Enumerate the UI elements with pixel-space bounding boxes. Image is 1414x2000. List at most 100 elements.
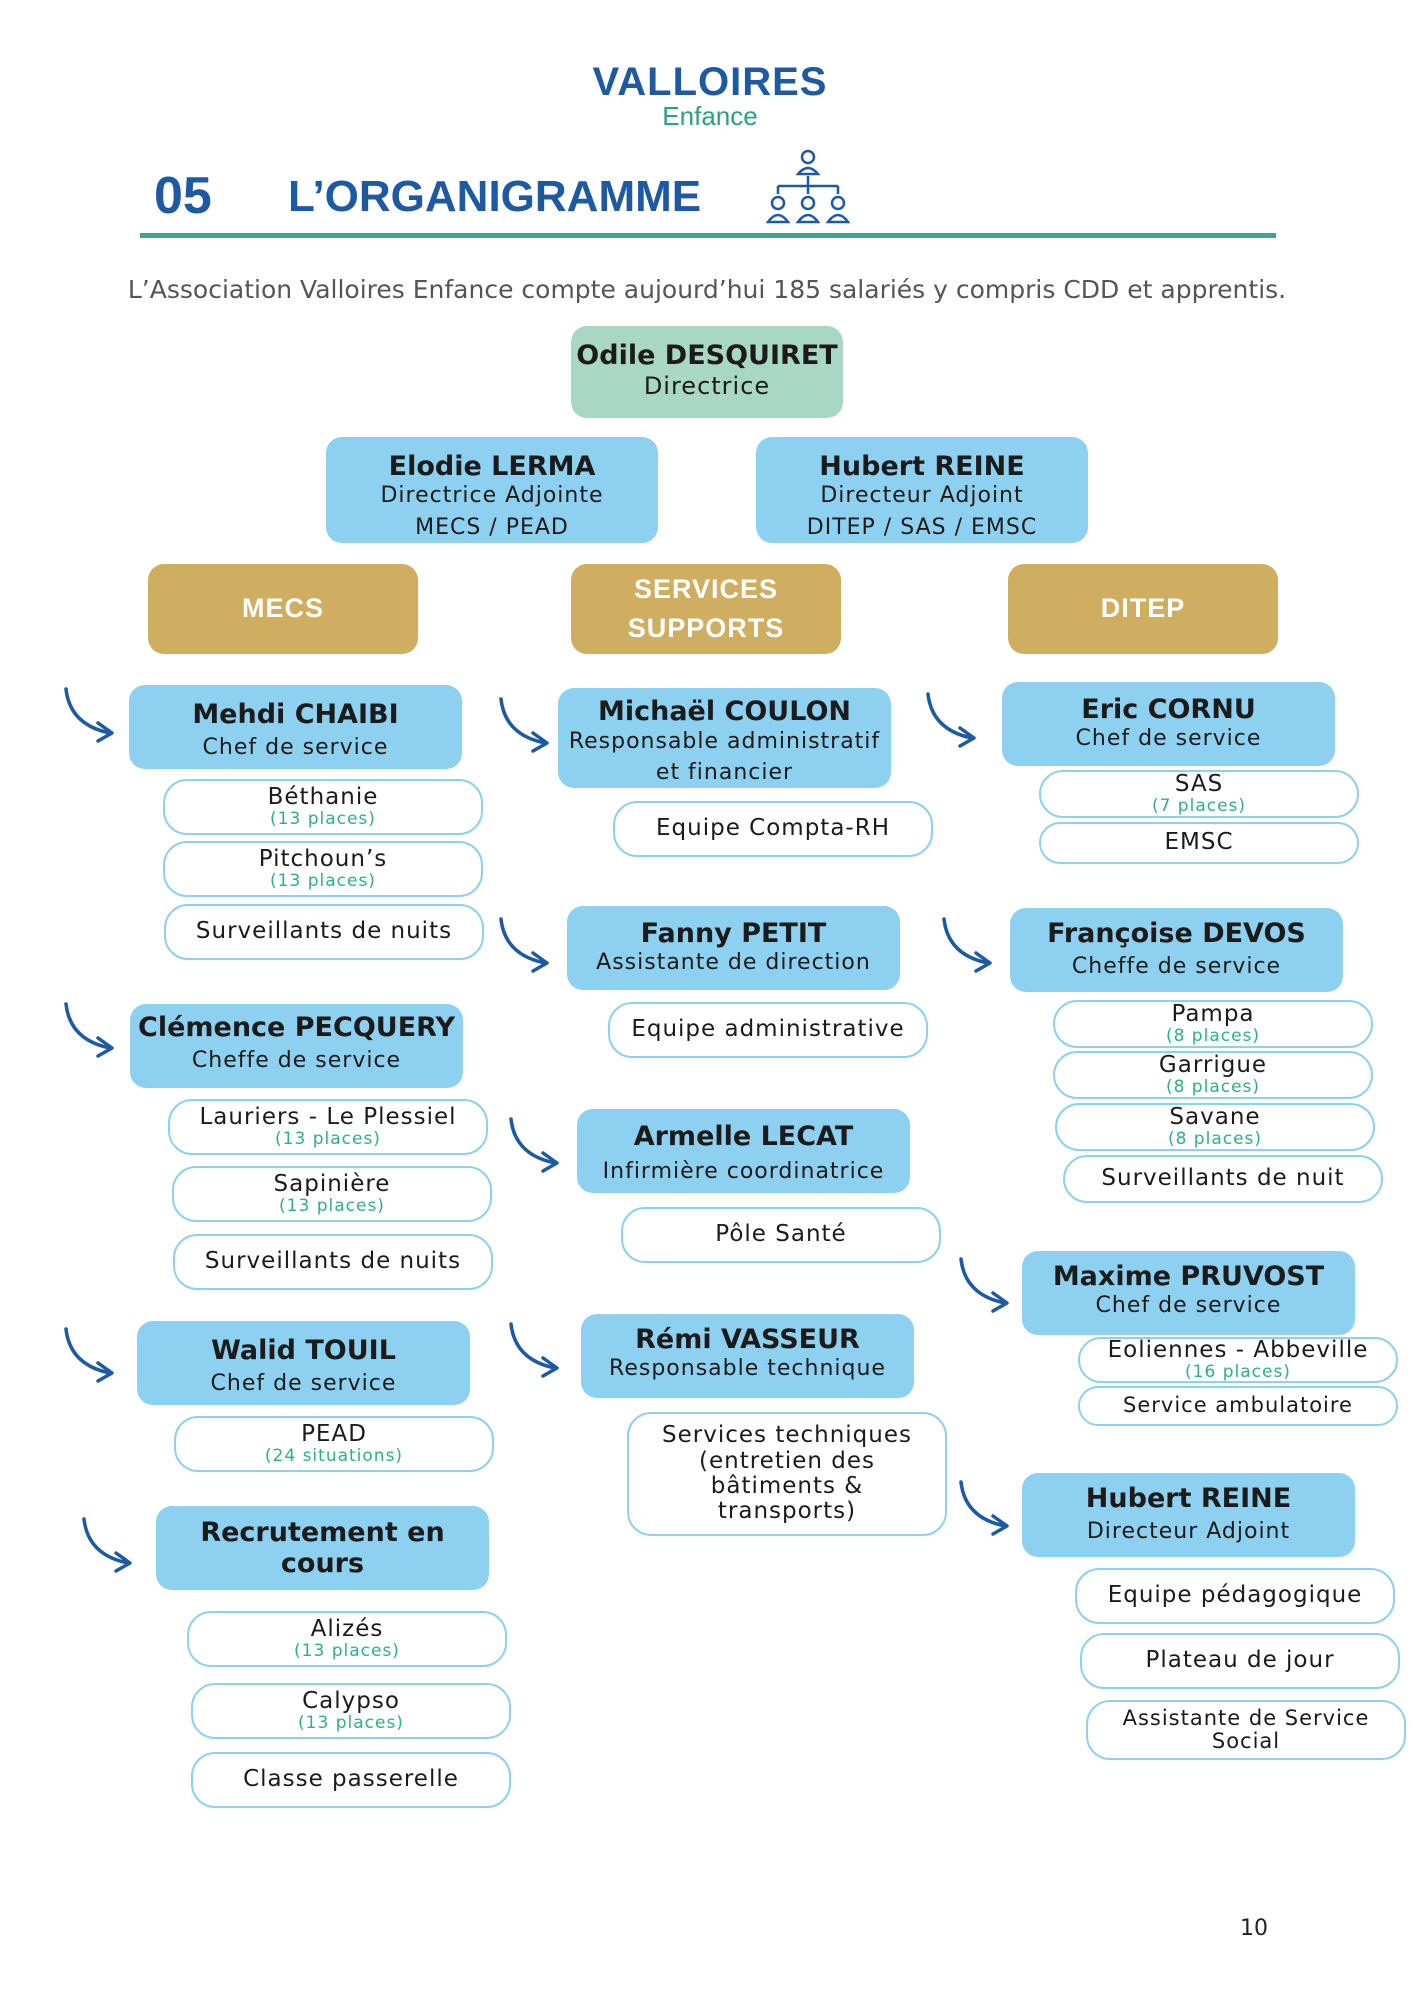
manager-role: Directeur Adjoint bbox=[1086, 1519, 1291, 1545]
section-number: 05 bbox=[154, 167, 212, 225]
unit-pill: Assistante de Service Social bbox=[1086, 1700, 1406, 1760]
unit-pill: Pôle Santé bbox=[621, 1207, 941, 1263]
manager-box: Maxime PRUVOST Chef de service bbox=[1022, 1251, 1355, 1335]
unit-pill: Services techniques (entretien des bâtim… bbox=[627, 1412, 947, 1536]
unit-label: Sapinière bbox=[273, 1171, 391, 1197]
manager-name: Recrutement en cours bbox=[200, 1516, 445, 1579]
manager-name: Eric CORNU bbox=[1081, 694, 1256, 725]
unit-pill: Surveillants de nuits bbox=[173, 1234, 493, 1290]
org-chart-icon bbox=[765, 149, 851, 224]
manager-box: Rémi VASSEUR Responsable technique bbox=[581, 1314, 914, 1398]
unit-label: Surveillants de nuits bbox=[204, 1248, 462, 1275]
unit-capacity: (13 places) bbox=[298, 1713, 404, 1734]
intro-text: L’Association Valloires Enfance compte a… bbox=[127, 275, 1287, 304]
unit-capacity: (13 places) bbox=[275, 1129, 381, 1150]
logo-wordmark: VALLOIRES bbox=[592, 60, 828, 104]
manager-role: Responsable administratif et financier bbox=[568, 729, 881, 785]
unit-pill: Surveillants de nuit bbox=[1063, 1155, 1383, 1203]
unit-label: Services techniques (entretien des bâtim… bbox=[662, 1422, 912, 1525]
manager-box: Hubert REINE Directeur Adjoint bbox=[1022, 1473, 1355, 1557]
unit-pill: Garrigue (8 places) bbox=[1053, 1051, 1373, 1099]
unit-capacity: (13 places) bbox=[279, 1196, 385, 1217]
director-role: Directrice bbox=[643, 372, 771, 401]
manager-name: Mehdi CHAIBI bbox=[192, 699, 399, 730]
arrow-icon bbox=[955, 1255, 1015, 1315]
deputy-name: Elodie LERMA bbox=[388, 451, 596, 482]
unit-pill: Equipe administrative bbox=[608, 1002, 928, 1058]
manager-role: Chef de service bbox=[202, 735, 389, 761]
manager-box: Eric CORNU Chef de service bbox=[1002, 682, 1335, 766]
arrow-icon bbox=[955, 1478, 1015, 1538]
unit-pill: Eoliennes - Abbeville (16 places) bbox=[1078, 1337, 1398, 1383]
manager-box: Fanny PETIT Assistante de direction bbox=[567, 906, 900, 990]
manager-box: Recrutement en cours bbox=[156, 1506, 489, 1590]
unit-pill: Pitchoun’s (13 places) bbox=[163, 841, 483, 897]
deputy-scope: MECS / PEAD bbox=[415, 514, 569, 540]
arrow-icon bbox=[938, 915, 998, 975]
unit-pill: Calypso (13 places) bbox=[191, 1683, 511, 1739]
deputy-role: Directeur Adjoint bbox=[820, 483, 1024, 509]
unit-pill: Savane (8 places) bbox=[1055, 1103, 1375, 1151]
manager-box: Armelle LECAT Infirmière coordinatrice bbox=[577, 1109, 910, 1193]
unit-label: Pampa bbox=[1171, 1001, 1255, 1027]
deputy-name: Hubert REINE bbox=[819, 451, 1025, 482]
manager-name: Hubert REINE bbox=[1085, 1483, 1292, 1514]
director-box: Odile DESQUIRET Directrice bbox=[571, 326, 843, 418]
pole-services-supports: SERVICES SUPPORTS bbox=[571, 564, 841, 654]
unit-label: Pitchoun’s bbox=[258, 846, 388, 872]
arrow-icon bbox=[922, 690, 982, 750]
deputy-box: Hubert REINE Directeur Adjoint DITEP / S… bbox=[756, 437, 1088, 543]
unit-pill: Surveillants de nuits bbox=[164, 904, 484, 960]
unit-capacity: (16 places) bbox=[1185, 1362, 1291, 1383]
unit-capacity: (8 places) bbox=[1167, 1129, 1263, 1150]
unit-pill: Sapinière (13 places) bbox=[172, 1166, 492, 1222]
arrow-icon bbox=[495, 915, 555, 975]
unit-label: Equipe administrative bbox=[631, 1016, 905, 1043]
pole-mecs: MECS bbox=[148, 564, 418, 654]
unit-label: Classe passerelle bbox=[243, 1766, 459, 1793]
unit-label: Garrigue bbox=[1158, 1052, 1268, 1078]
section-divider bbox=[140, 233, 1276, 238]
unit-label: EMSC bbox=[1164, 829, 1234, 856]
unit-pill: PEAD (24 situations) bbox=[174, 1416, 494, 1472]
manager-box: Mehdi CHAIBI Chef de service bbox=[129, 685, 462, 769]
unit-pill: Classe passerelle bbox=[191, 1752, 511, 1808]
arrow-icon bbox=[60, 1325, 120, 1385]
unit-pill: Alizés (13 places) bbox=[187, 1611, 507, 1667]
unit-capacity: (13 places) bbox=[270, 809, 376, 830]
unit-pill: EMSC bbox=[1039, 822, 1359, 864]
manager-name: Clémence PECQUERY bbox=[138, 1012, 455, 1043]
unit-label: Surveillants de nuit bbox=[1101, 1165, 1345, 1192]
unit-label: PEAD bbox=[301, 1421, 367, 1447]
manager-name: Rémi VASSEUR bbox=[635, 1324, 860, 1355]
arrow-icon bbox=[78, 1515, 138, 1575]
unit-label: Equipe pédagogique bbox=[1107, 1582, 1363, 1609]
unit-pill: Béthanie (13 places) bbox=[163, 779, 483, 835]
unit-label: Service ambulatoire bbox=[1123, 1393, 1353, 1418]
arrow-icon bbox=[60, 1000, 120, 1060]
manager-name: Françoise DEVOS bbox=[1047, 918, 1306, 949]
unit-pill: Plateau de jour bbox=[1080, 1633, 1400, 1689]
unit-pill: SAS (7 places) bbox=[1039, 770, 1359, 818]
manager-name: Michaël COULON bbox=[597, 696, 852, 727]
manager-name: Armelle LECAT bbox=[633, 1121, 854, 1152]
deputy-role: Directrice Adjointe bbox=[380, 483, 604, 509]
unit-label: Pôle Santé bbox=[715, 1221, 847, 1248]
unit-label: Surveillants de nuits bbox=[195, 918, 453, 945]
arrow-icon bbox=[60, 685, 120, 745]
manager-box: Clémence PECQUERY Cheffe de service bbox=[130, 1004, 463, 1088]
arrow-icon bbox=[505, 1115, 565, 1175]
unit-pill: Equipe pédagogique bbox=[1075, 1568, 1395, 1624]
manager-role: Cheffe de service bbox=[191, 1048, 402, 1074]
arrow-icon bbox=[495, 695, 555, 755]
unit-label: Savane bbox=[1169, 1104, 1261, 1130]
manager-role: Infirmière coordinatrice bbox=[602, 1159, 885, 1185]
unit-capacity: (13 places) bbox=[270, 871, 376, 892]
manager-role: Responsable technique bbox=[609, 1356, 886, 1382]
unit-label: SAS bbox=[1174, 771, 1224, 797]
unit-label: Equipe Compta-RH bbox=[656, 815, 890, 842]
unit-label: Alizés bbox=[310, 1616, 384, 1642]
manager-name: Maxime PRUVOST bbox=[1052, 1261, 1325, 1292]
unit-capacity: (8 places) bbox=[1165, 1026, 1261, 1047]
unit-label: Béthanie bbox=[267, 784, 379, 810]
